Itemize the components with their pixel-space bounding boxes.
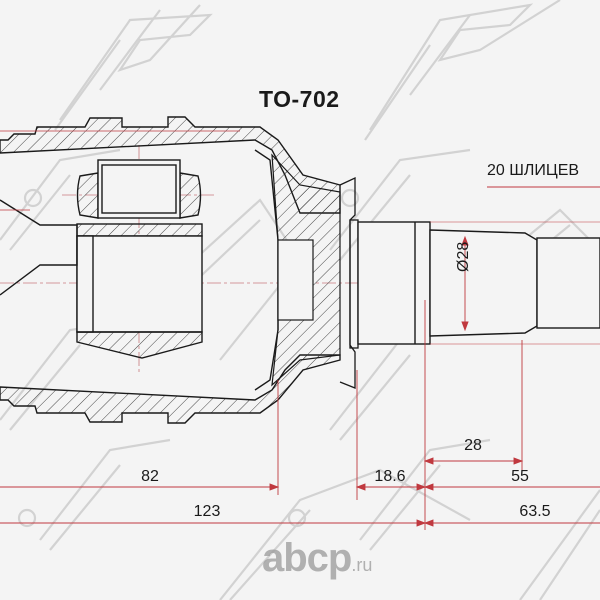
dimension-82: 82 [141, 468, 159, 485]
tripod-roller [0, 159, 203, 359]
dimension-lines [0, 130, 600, 530]
part-number-title: TO-702 [259, 86, 340, 112]
shaft [357, 221, 600, 345]
dimension-63-5: 63.5 [519, 503, 551, 520]
dimension-55: 55 [511, 468, 529, 485]
spline-count-label: 20 ШЛИЦЕВ [487, 162, 580, 179]
dimension-18-6: 18.6 [374, 468, 406, 485]
brand-tld: .ru [351, 555, 373, 575]
brand-main: abcp [262, 536, 352, 580]
dimension-28: 28 [464, 437, 482, 454]
shaft-diameter-label: Ø28 [455, 241, 472, 272]
outer-race-housing [0, 116, 341, 424]
abcp-watermark: abcp.ru [262, 536, 372, 581]
dimension-123: 123 [193, 503, 221, 520]
